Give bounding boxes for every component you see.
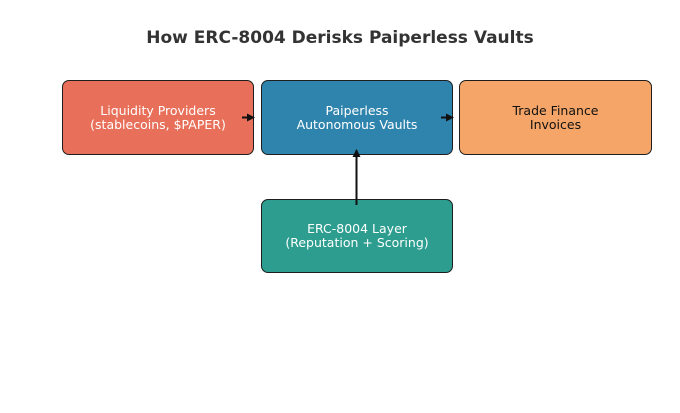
trade-finance-label-line2: Invoices [529,116,582,132]
vaults-node: Paiperless Autonomous Vaults [261,80,453,155]
liquidity-providers-label-line2: (stablecoins, $PAPER) [90,116,226,132]
erc-layer-label-line2: (Reputation + Scoring) [285,235,429,250]
trade-finance-label-line1: Trade Finance [512,102,599,118]
liquidity-providers-label-line1: Liquidity Providers [100,102,216,118]
diagram-title: How ERC-8004 Derisks Paiperless Vaults [146,28,534,48]
vaults-label-line2: Autonomous Vaults [296,116,418,132]
liquidity-providers-node: Liquidity Providers (stablecoins, $PAPER… [62,80,254,155]
trade-finance-node: Trade Finance Invoices [459,80,652,155]
erc-layer-label-line1: ERC-8004 Layer [307,221,407,236]
vaults-label-line1: Paiperless [325,102,389,118]
erc-layer-node: ERC-8004 Layer (Reputation + Scoring) [261,199,453,273]
